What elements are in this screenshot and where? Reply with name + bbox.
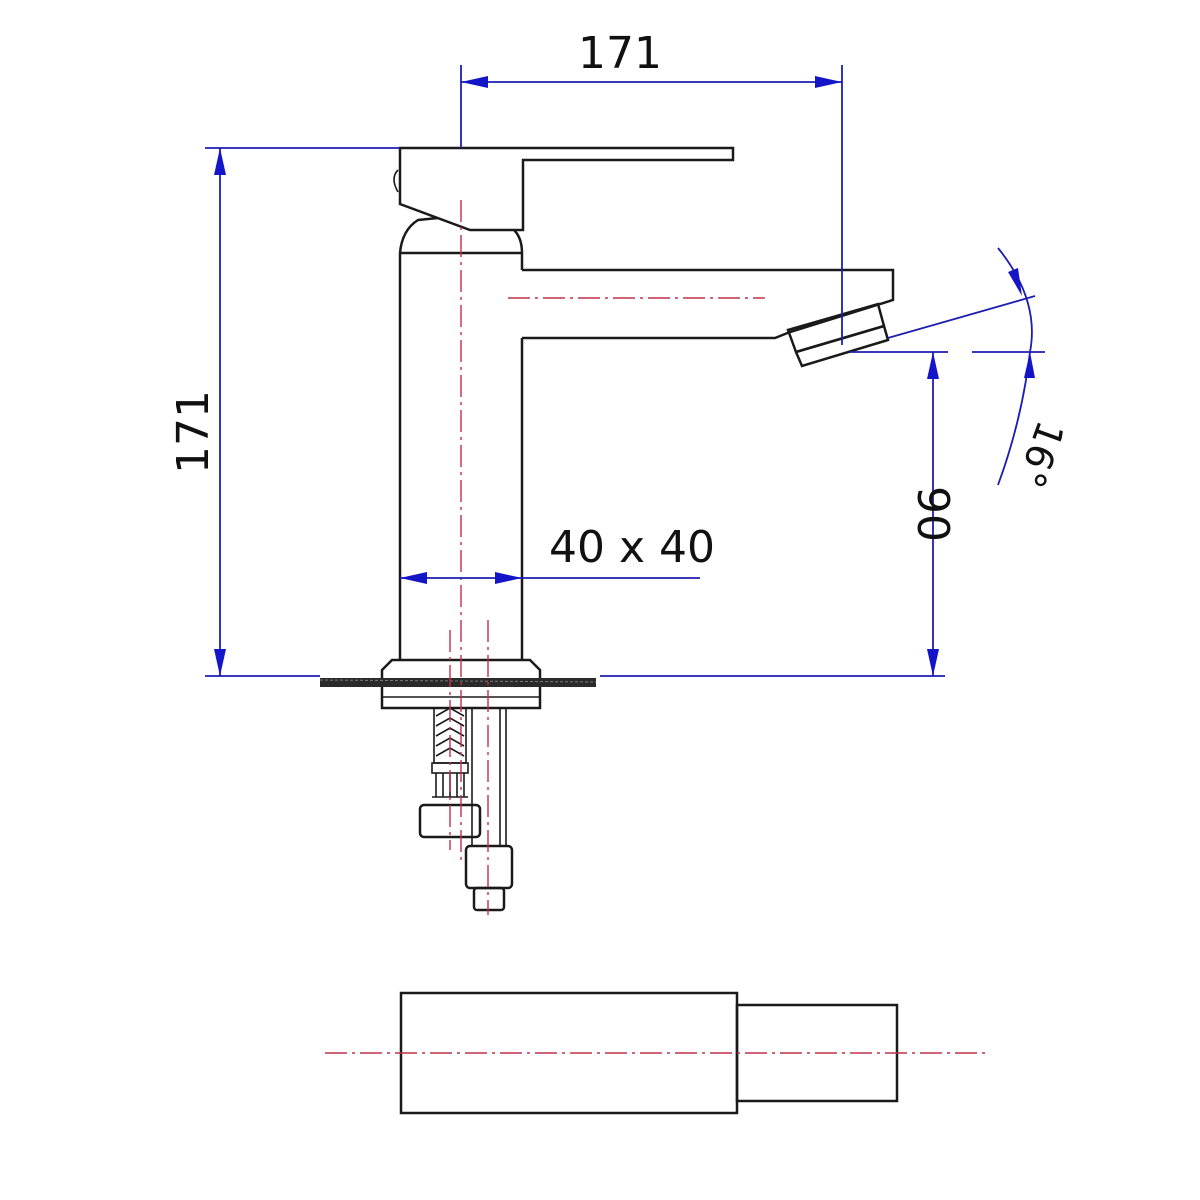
supply-pipe	[464, 708, 514, 912]
pipe-end	[472, 886, 506, 912]
total-height-label: 171	[168, 390, 219, 474]
dimension-spout-height: 90	[600, 351, 1045, 677]
spout-reach-label: 171	[578, 28, 662, 79]
pipe-nut	[464, 844, 514, 890]
dimension-total-height: 171	[168, 147, 400, 677]
top-view	[325, 991, 990, 1115]
spout-height-label: 90	[907, 486, 958, 542]
cartridge-cap	[398, 216, 439, 254]
aerator	[786, 302, 890, 368]
lever-handle	[398, 146, 735, 232]
body-section-label: 40 x 40	[549, 522, 715, 573]
base-flange	[380, 658, 542, 710]
aerator-angle-label: 16°	[1008, 415, 1072, 493]
dimension-spout-reach: 171	[460, 28, 843, 345]
dimension-body-section: 40 x 40	[400, 522, 715, 584]
side-elevation-view	[319, 146, 895, 915]
countertop-section	[319, 678, 597, 687]
handle-button	[393, 169, 399, 193]
dimension-aerator-angle: 16°	[887, 247, 1072, 494]
spout	[522, 268, 895, 340]
